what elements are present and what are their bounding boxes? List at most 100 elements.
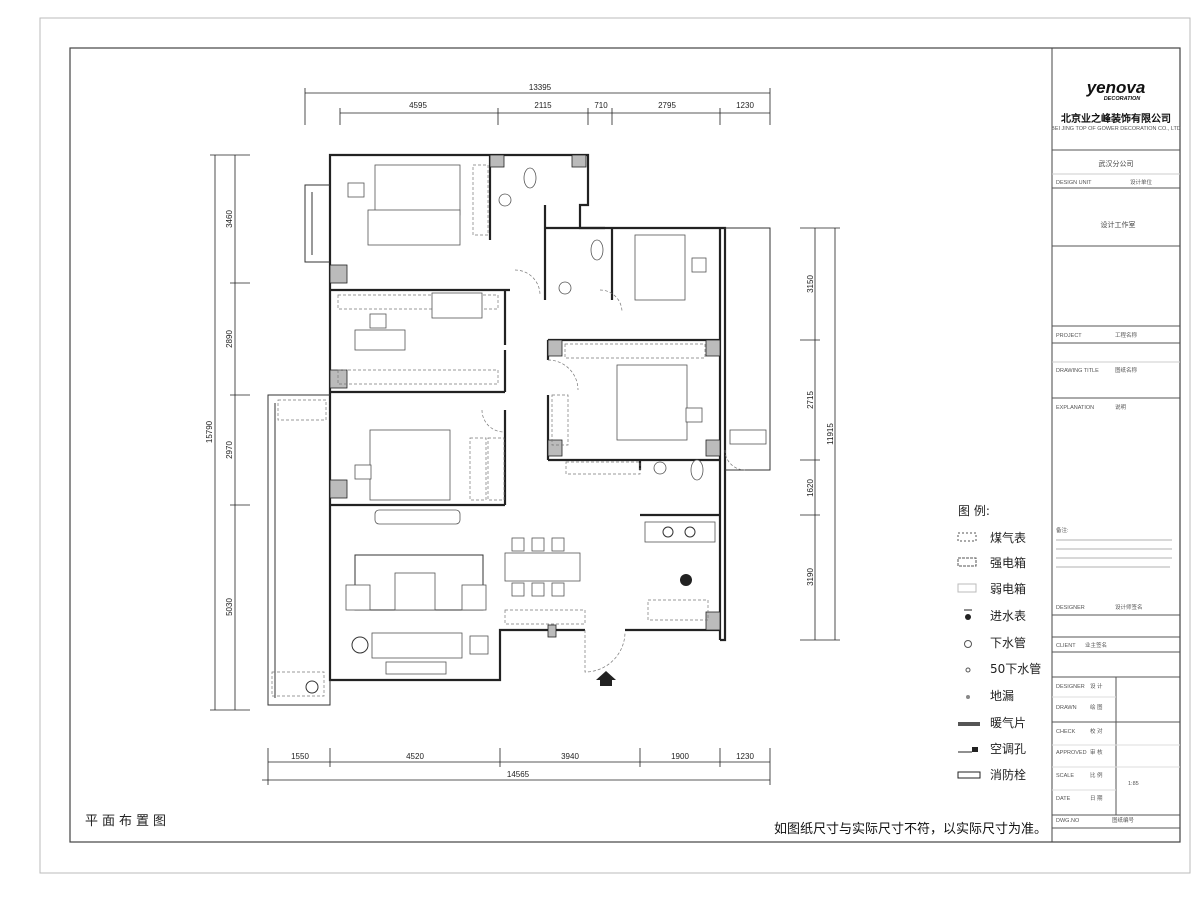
design-unit-cn: 设计单位 [1130,178,1153,186]
dim-top: 2115 [534,101,552,110]
legend-label: 强电箱 [990,555,1026,570]
dim-right: 3190 [806,568,815,586]
legend-label: 进水表 [990,609,1026,623]
dim-left: 3460 [225,210,234,228]
armchair [345,584,371,611]
toilet [590,239,604,261]
wardrobe [337,294,499,310]
designer-sign-label: DESIGNER [1056,605,1085,611]
washbasin [558,281,572,295]
svg-text:审 核: 审 核 [1090,748,1103,756]
designer-sign-cn: 设计师签名 [1115,603,1143,611]
dim-left: 5030 [225,598,234,616]
dim-top: 1230 [736,101,754,110]
drawing-title-cn: 图纸名称 [1115,366,1138,374]
column [329,264,348,284]
dim-right: 2715 [806,391,815,409]
drawing-no-label: DWG.NO [1056,818,1080,824]
entrance-arrow-stem [600,680,612,686]
dining-chair [551,582,565,597]
chair [347,182,365,198]
svg-text:SCALE: SCALE [1056,773,1074,779]
gas-meter-icon [957,532,977,542]
door-swing [514,269,541,296]
kitchen-cabinet [647,599,709,621]
dim-left: 2970 [225,441,234,459]
svg-text:设 计: 设 计 [1090,682,1103,690]
chair [369,313,387,329]
svg-text:比 例: 比 例 [1090,771,1103,779]
legend-label: 空调孔 [990,742,1026,756]
legend-label: 煤气表 [990,530,1026,545]
bed [616,364,688,441]
dimensions: 13395 4595 2115 710 2795 1230 15790 3460… [205,83,840,785]
drawing-no-cn: 图纸编号 [1112,816,1135,824]
water-meter-icon [964,609,972,620]
bay-window [304,184,330,263]
dining-chair [531,582,545,597]
title-block: yenova DECORATION 北京业之峰装饰有限公司 BEI JING T… [1051,47,1181,843]
dim-bottom: 4520 [406,752,424,761]
outer-wall-north [328,153,727,642]
column [547,624,557,638]
explanation-cn: 说明 [1115,403,1127,411]
bed [369,429,451,501]
legend-label: 50下水管 [990,661,1041,676]
strong-power-box-icon [957,557,977,567]
bed [634,234,686,301]
project-cn: 工程名称 [1115,331,1138,339]
company-logo-sub: DECORATION [1104,96,1142,102]
outer-frame [39,17,1191,874]
chair [685,407,703,423]
master-bed [374,164,461,216]
floor-drain-icon [966,695,970,699]
master-bed-frame [367,209,461,246]
chair [691,257,707,273]
entrance-door [584,630,626,673]
dining-table [504,552,581,582]
door-swing [724,449,746,471]
shoe-cabinet [504,609,586,625]
dim-bottom-total: 14565 [507,770,530,779]
radiator-icon [958,722,980,726]
notes-heading: 备注: [1056,526,1069,534]
tv-cabinet [374,509,461,525]
washbasin [653,461,667,475]
dim-ticks [339,108,721,125]
design-unit-label: DESIGN UNIT [1056,180,1092,186]
toilet [523,167,537,189]
legend-label: 地漏 [990,689,1014,703]
dining-chair [531,537,545,552]
east-balcony [725,227,771,471]
boiler [680,574,692,586]
scale-value: 1:85 [1128,781,1139,787]
column [571,154,587,168]
floor-lamp [351,636,369,654]
dim-ticks [210,154,250,711]
wardrobe [469,437,487,501]
svg-text:DRAWN: DRAWN [1056,705,1077,711]
entrance-arrow-icon [596,671,616,680]
armchair [461,584,487,611]
wardrobe [564,343,706,359]
drain-pipe-icon [964,640,972,648]
company-name: 北京业之峰装饰有限公司 [1061,112,1171,125]
side-table [385,661,447,675]
svg-text:APPROVED: APPROVED [1056,750,1087,756]
dim-ticks [267,748,771,785]
stove-burner [662,526,674,538]
fire-hydrant-icon [957,771,981,779]
wardrobe [337,369,499,385]
legend-label: 消防栓 [990,767,1026,782]
dim-left-total: 15790 [205,420,214,443]
column [547,439,563,457]
drain-pipe-50-icon [965,667,971,673]
svg-text:DATE: DATE [1056,796,1071,802]
dim-top: 2795 [658,101,676,110]
dimension-note: 如图纸尺寸与实际尺寸不符，以实际尺寸为准。 [774,821,1047,837]
dim-ticks [800,227,840,641]
drawing-title-label: DRAWING TITLE [1056,368,1099,374]
dim-bottom: 1550 [291,752,309,761]
project-label: PROJECT [1056,333,1082,339]
